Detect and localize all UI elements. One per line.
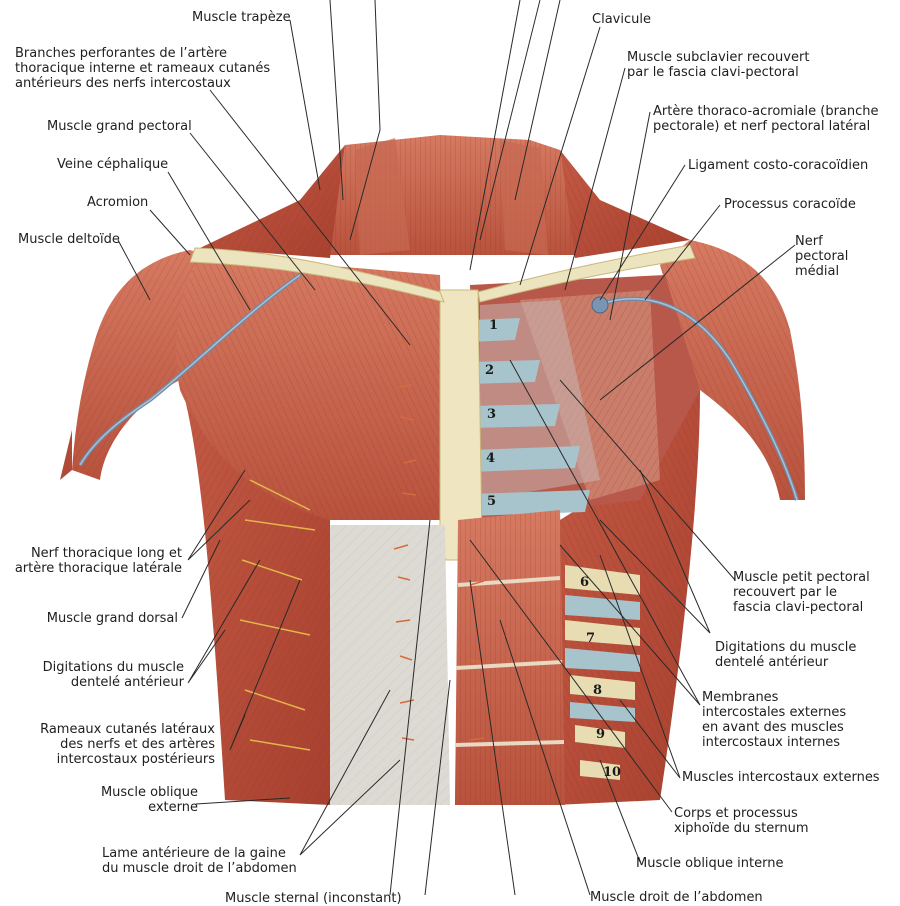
label-deltoide: Muscle deltoïde: [18, 232, 120, 247]
rib-number: 10: [603, 765, 621, 780]
rib-number: 9: [596, 727, 605, 742]
label-ligament-costo: Ligament costo-coracoïdien: [688, 158, 869, 173]
label-subclavier: Muscle subclavier recouvert par le fasci…: [627, 50, 810, 80]
label-membranes: Membranes intercostales externes en avan…: [702, 690, 847, 750]
rib-number: 8: [593, 683, 602, 698]
label-acromion: Acromion: [87, 195, 149, 210]
label-processus-coracoide: Processus coracoïde: [724, 197, 856, 212]
label-nerf-pectoral-medial: Nerf pectoral médial: [795, 234, 849, 279]
label-oblique-interne: Muscle oblique interne: [636, 856, 784, 871]
label-lame-anterieure: Lame antérieure de la gaine du muscle dr…: [102, 846, 297, 876]
label-thoraco-acromiale: Artère thoraco-acromiale (branche pector…: [653, 104, 879, 134]
label-trapeze: Muscle trapèze: [192, 10, 291, 25]
label-digitations-droite: Digitations du muscle dentelé antérieur: [715, 640, 857, 670]
axillary-vessel: [591, 296, 799, 501]
rib-number: 5: [487, 494, 496, 509]
torso-lateral-muscles: [180, 380, 700, 805]
label-rameaux-cutanes: Rameaux cutanés latéraux des nerfs et de…: [40, 722, 215, 767]
label-intercostaux-externes: Muscles intercostaux externes: [682, 770, 880, 785]
trapezius-muscle: [200, 145, 690, 258]
rib-number-labels: 1 2 3 4 5 6 7 8 9 10: [485, 318, 621, 780]
clavicles: [189, 244, 696, 303]
label-clavicule: Clavicule: [592, 12, 651, 27]
rib-number: 7: [586, 631, 595, 646]
label-sternal: Muscle sternal (inconstant): [225, 891, 402, 906]
label-oblique-externe: Muscle oblique externe: [100, 785, 198, 815]
label-veine-cephalique: Veine céphalique: [57, 157, 169, 172]
cephalic-vein: [78, 273, 302, 467]
rib-number: 3: [487, 407, 496, 422]
rib-number: 1: [489, 318, 498, 333]
rib-number: 4: [486, 451, 495, 466]
rectus-abdominis: [454, 510, 565, 805]
label-corps-xiphoide: Corps et processus xiphoïde du sternum: [674, 806, 809, 836]
label-digitations-gauche: Digitations du muscle dentelé antérieur: [42, 660, 184, 690]
label-nerf-thoracique-long: Nerf thoracique long et artère thoraciqu…: [14, 546, 182, 576]
rib-number: 6: [580, 575, 589, 590]
label-grand-pectoral: Muscle grand pectoral: [47, 119, 192, 134]
leader-lines: [117, 0, 796, 896]
rectus-sheath: [330, 525, 450, 805]
rib-number: 2: [485, 363, 494, 378]
label-droit-abdomen: Muscle droit de l’abdomen: [590, 890, 763, 905]
neck-muscles: [330, 135, 575, 255]
label-petit-pectoral: Muscle petit pectoral recouvert par le f…: [733, 570, 870, 615]
label-grand-dorsal: Muscle grand dorsal: [46, 611, 178, 626]
label-branches-perforantes: Branches perforantes de l’artère thoraci…: [15, 46, 271, 91]
